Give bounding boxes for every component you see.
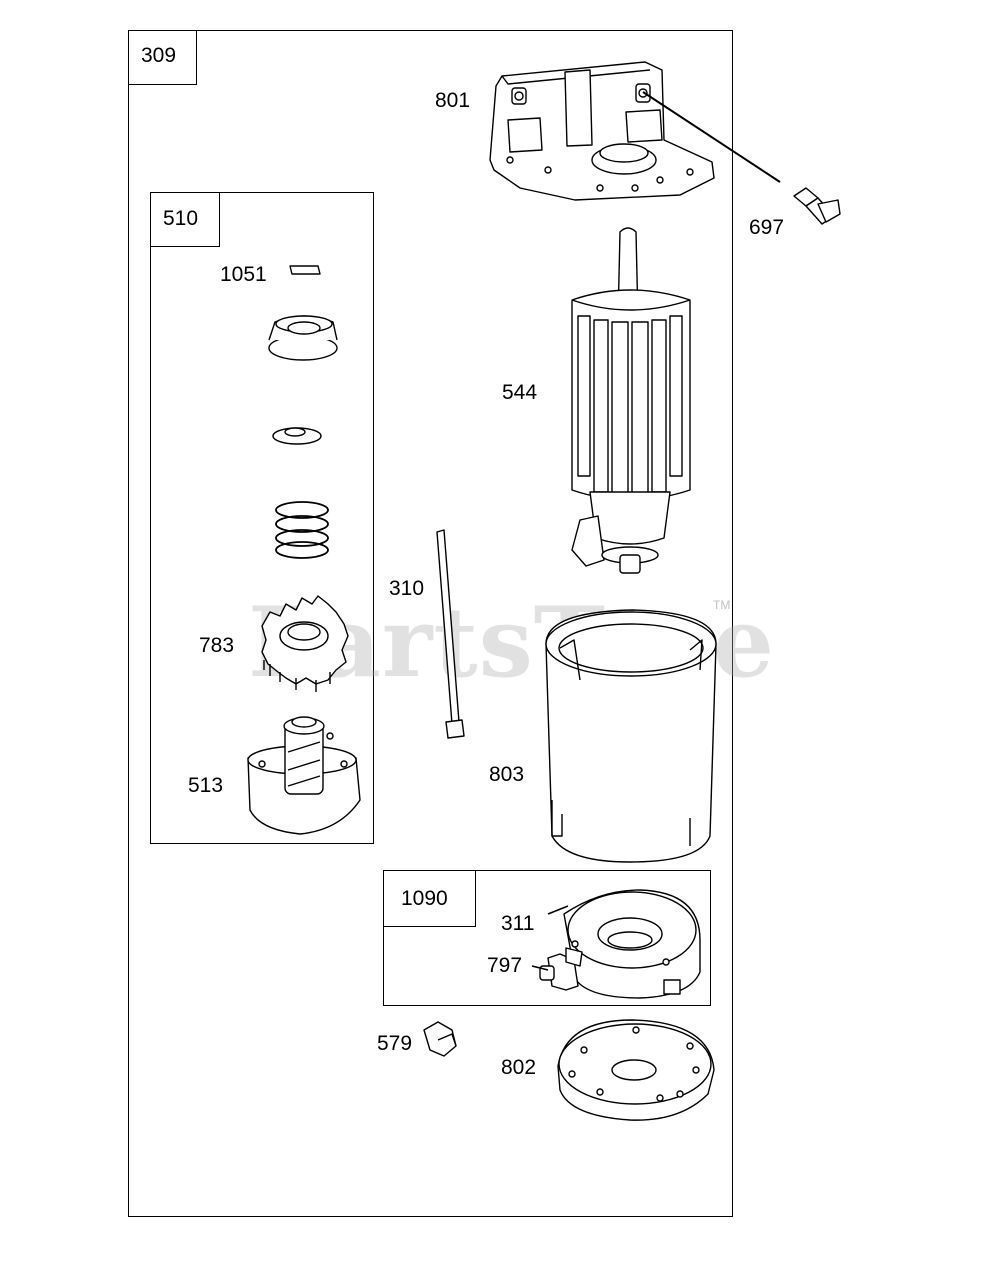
brush-group-frame bbox=[383, 870, 711, 1006]
part-label-579: 579 bbox=[377, 1032, 413, 1055]
motor-housing-part bbox=[545, 609, 717, 863]
spring-part bbox=[275, 501, 329, 559]
part-label-783: 783 bbox=[199, 634, 235, 657]
part-label-311: 311 bbox=[501, 912, 535, 935]
drive-housing-part bbox=[247, 716, 361, 835]
end-cap-part bbox=[557, 1019, 715, 1121]
stop-cup-part bbox=[268, 315, 338, 361]
part-label-802: 802 bbox=[501, 1056, 537, 1079]
bolt-part bbox=[793, 187, 841, 225]
part-label-1051: 1051 bbox=[220, 263, 267, 286]
drive-group-label: 510 bbox=[163, 207, 199, 230]
drive-end-bracket-part bbox=[489, 61, 715, 201]
part-label-544: 544 bbox=[502, 381, 538, 404]
terminal-stud-part bbox=[539, 947, 583, 991]
brush-holder-part bbox=[563, 889, 701, 999]
part-label-801: 801 bbox=[435, 89, 471, 112]
watermark-trademark: TM bbox=[713, 598, 731, 612]
part-label-310: 310 bbox=[389, 577, 425, 600]
part-label-797: 797 bbox=[487, 954, 523, 977]
armature-part bbox=[571, 227, 691, 574]
brush-group-label: 1090 bbox=[401, 887, 448, 910]
assembly-frame bbox=[128, 30, 733, 1217]
retainer-clip-part bbox=[289, 265, 321, 275]
part-label-697: 697 bbox=[749, 216, 785, 239]
part-label-803: 803 bbox=[489, 763, 525, 786]
brush-group-label-box bbox=[383, 870, 476, 927]
nut-part bbox=[423, 1021, 457, 1057]
part-label-513: 513 bbox=[188, 774, 224, 797]
pinion-gear-part bbox=[261, 595, 349, 692]
drive-group-frame bbox=[150, 192, 374, 844]
washer-part bbox=[272, 427, 322, 445]
assembly-label-box bbox=[128, 30, 197, 85]
drive-group-label-box bbox=[150, 192, 220, 247]
assembly-label: 309 bbox=[141, 44, 177, 67]
through-bolt-part bbox=[436, 529, 465, 739]
